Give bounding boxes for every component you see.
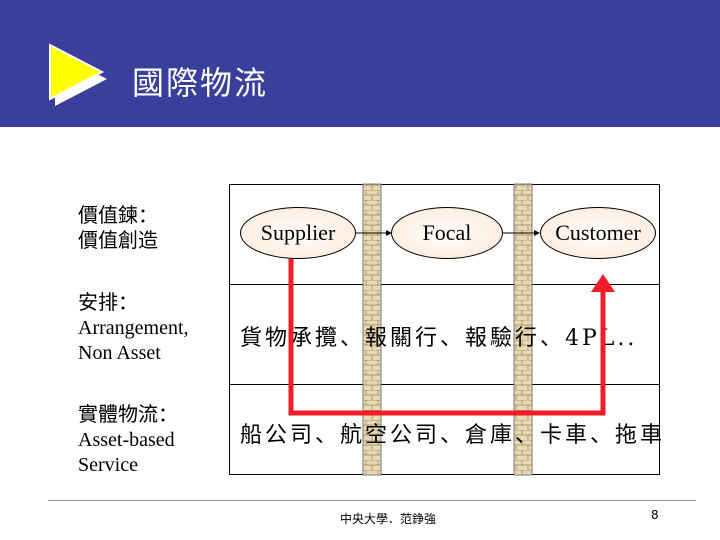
page-number: 8 (651, 508, 659, 522)
diagram-frame (229, 184, 660, 475)
customer-node: Customer (540, 207, 656, 259)
focal-node: Focal (391, 207, 503, 259)
page-title: 國際物流 (132, 64, 269, 102)
wall-right (513, 183, 533, 476)
label-physical-logistics: 實體物流： Asset-based Service (78, 404, 178, 476)
supplier-node: Supplier (240, 207, 356, 259)
label-arrangement: 安排： Arrangement, Non Asset (78, 292, 189, 364)
footer-divider (48, 500, 696, 501)
wall-left (362, 183, 382, 476)
arrangement-row-text: 貨物承攬、報關行、報驗行、4PL.. (240, 326, 638, 351)
physical-row-text: 船公司、航空公司、倉庫、卡車、拖車 (240, 423, 666, 448)
label-value-chain: 價值鍊： 價值創造 (78, 205, 158, 252)
footer-credit: 中央大學．范錚強 (340, 512, 437, 526)
row-divider-2 (229, 384, 660, 385)
title-bar (0, 0, 720, 127)
row-divider-1 (229, 284, 660, 285)
